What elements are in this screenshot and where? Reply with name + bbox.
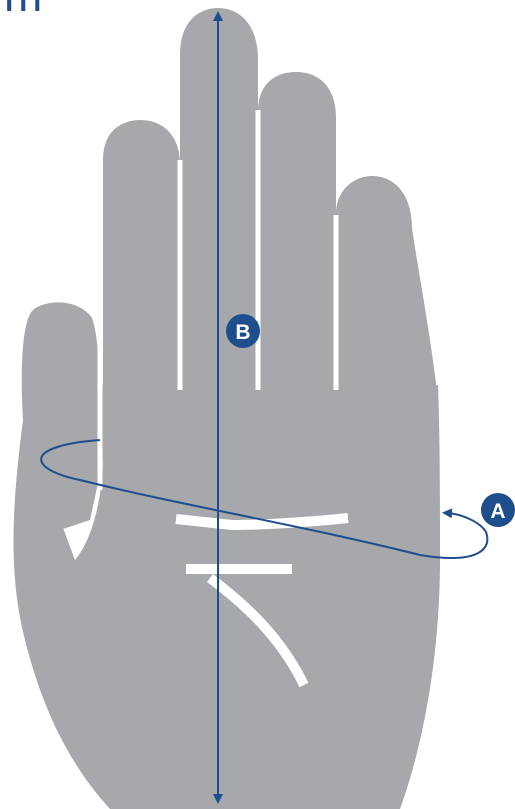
badge-b: B xyxy=(226,314,260,348)
hand-silhouette xyxy=(13,8,440,809)
badge-a: A xyxy=(481,493,515,527)
index-finger-shape xyxy=(103,120,180,440)
little-finger-shape xyxy=(336,176,438,440)
ring-finger-shape xyxy=(258,72,336,440)
badge-b-label: B xyxy=(235,321,250,344)
badge-a-label: A xyxy=(490,500,505,523)
